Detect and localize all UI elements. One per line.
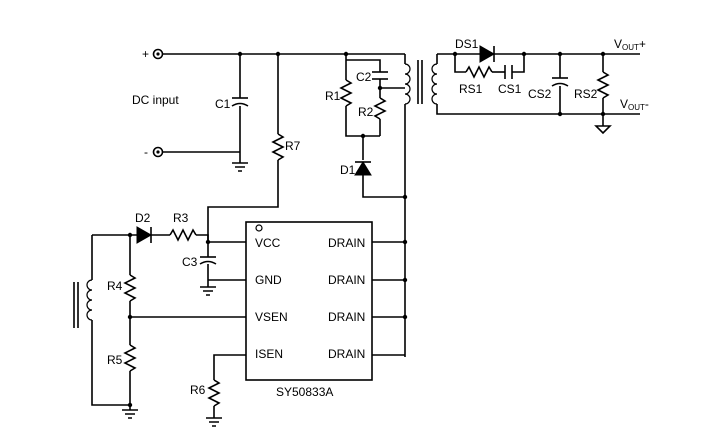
d2-label: D2 bbox=[135, 211, 151, 225]
pin1-marker bbox=[255, 224, 263, 232]
r1-label: R1 bbox=[325, 89, 341, 103]
c1-label: C1 bbox=[215, 97, 231, 111]
c3-label: C3 bbox=[182, 255, 198, 269]
auxiliary-winding bbox=[73, 235, 130, 406]
input-terminal-minus bbox=[152, 146, 164, 158]
pin-drain-1-label: DRAIN bbox=[328, 236, 365, 250]
rs2-label: RS2 bbox=[574, 87, 598, 101]
transformer-core bbox=[417, 60, 423, 104]
cs1-label: CS1 bbox=[498, 82, 522, 96]
d1-label: D1 bbox=[340, 163, 356, 177]
snubber-network bbox=[339, 54, 388, 137]
r6-label: R6 bbox=[190, 383, 206, 397]
capacitor-c3 bbox=[199, 242, 246, 296]
resistor-r7 bbox=[207, 54, 285, 240]
c2-label: C2 bbox=[356, 70, 372, 84]
r2-label: R2 bbox=[358, 105, 374, 119]
transformer-primary bbox=[380, 54, 411, 357]
r5-label: R5 bbox=[107, 353, 123, 367]
pin-drain-4-label: DRAIN bbox=[328, 347, 365, 361]
snubber-rs1-cs1 bbox=[454, 54, 525, 79]
pin-vcc-label: VCC bbox=[255, 236, 281, 250]
dc-input-label: DC input bbox=[132, 93, 179, 107]
drain-connections bbox=[372, 241, 405, 356]
ground-symbol-input bbox=[232, 152, 248, 172]
pin-gnd-label: GND bbox=[255, 273, 282, 287]
pin-vsen-label: VSEN bbox=[255, 310, 288, 324]
ds1-label: DS1 bbox=[455, 37, 479, 51]
input-terminal-plus bbox=[152, 48, 164, 60]
vout-minus-label: VOUT- bbox=[620, 97, 649, 112]
pin-drain-2-label: DRAIN bbox=[328, 273, 365, 287]
r7-label: R7 bbox=[285, 139, 301, 153]
capacitor-c1 bbox=[231, 54, 249, 152]
r4-label: R4 bbox=[107, 279, 123, 293]
resistor-rs2 bbox=[594, 54, 612, 135]
minus-sign-label: - bbox=[144, 145, 148, 159]
resistor-r6 bbox=[206, 354, 246, 427]
diode-d1 bbox=[354, 136, 405, 198]
transformer-secondary bbox=[431, 53, 640, 115]
cs2-label: CS2 bbox=[528, 87, 552, 101]
vout-plus-label: VOUT+ bbox=[614, 37, 646, 52]
output-rectifier-ds1 bbox=[455, 45, 640, 63]
vcc-supply-path bbox=[92, 226, 246, 244]
pin-drain-3-label: DRAIN bbox=[328, 310, 365, 324]
controller-ic bbox=[245, 221, 373, 381]
chip-part-number: SY50833A bbox=[276, 385, 333, 399]
r3-label: R3 bbox=[173, 211, 189, 225]
capacitor-cs2 bbox=[551, 54, 569, 114]
voltage-divider bbox=[122, 235, 246, 419]
pin-isen-label: ISEN bbox=[255, 347, 283, 361]
plus-sign-label: + bbox=[142, 47, 149, 61]
rs1-label: RS1 bbox=[459, 82, 483, 96]
